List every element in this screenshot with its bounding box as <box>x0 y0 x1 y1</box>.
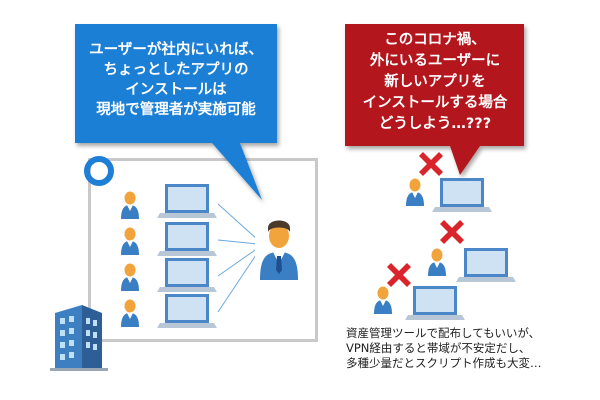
laptop-icon <box>432 178 492 212</box>
laptop-icon <box>157 258 217 292</box>
right-bubble-line: インストールする場合 <box>362 95 508 111</box>
admin-user-icon <box>255 212 303 282</box>
user-icon <box>121 263 139 291</box>
connection-lines <box>217 203 259 313</box>
right-bubble-text: このコロナ禍、 外にいるユーザーに 新しいアプリを インストールする場合 どうし… <box>348 30 522 135</box>
right-bubble-line: このコロナ禍、 <box>384 32 486 48</box>
right-bubble-line: 外にいるユーザーに <box>369 53 501 69</box>
left-bubble-line: ちょっとしたアプリの <box>103 62 249 78</box>
user-icon <box>121 227 139 255</box>
user-icon <box>121 191 139 219</box>
user-icon <box>428 248 446 276</box>
left-bubble-line: ユーザーが社内にいれば、 <box>89 42 263 58</box>
right-bubble-line: 新しいアプリを <box>384 74 486 90</box>
cross-icon <box>387 263 411 287</box>
caption-line: VPN経由すると帯域が不安定だし、 <box>346 341 531 355</box>
ok-circle-icon <box>84 156 114 186</box>
right-bubble-line: どうしよう…??? <box>378 116 492 132</box>
left-bubble-text: ユーザーが社内にいれば、 ちょっとしたアプリの インストールは 現地で管理者が実… <box>78 40 274 120</box>
cross-icon <box>440 220 464 244</box>
caption-line: 多種少量だとスクリプト作成も大変… <box>346 356 542 370</box>
caption-line: 資産管理ツールで配布してもいいが、 <box>346 326 541 340</box>
laptop-icon <box>157 294 217 328</box>
laptop-icon <box>405 286 465 320</box>
user-icon <box>121 299 139 327</box>
office-building-icon <box>50 305 108 371</box>
user-icon <box>374 286 392 314</box>
laptop-icon <box>157 222 217 256</box>
user-icon <box>406 178 424 206</box>
laptop-icon <box>157 184 217 218</box>
left-bubble-line: インストールは <box>125 82 227 98</box>
laptop-icon <box>456 248 516 282</box>
left-bubble-line: 現地で管理者が実施可能 <box>96 102 256 118</box>
caption: 資産管理ツールで配布してもいいが、 VPN経由すると帯域が不安定だし、 多種少量… <box>346 326 542 371</box>
cross-icon <box>419 152 443 176</box>
